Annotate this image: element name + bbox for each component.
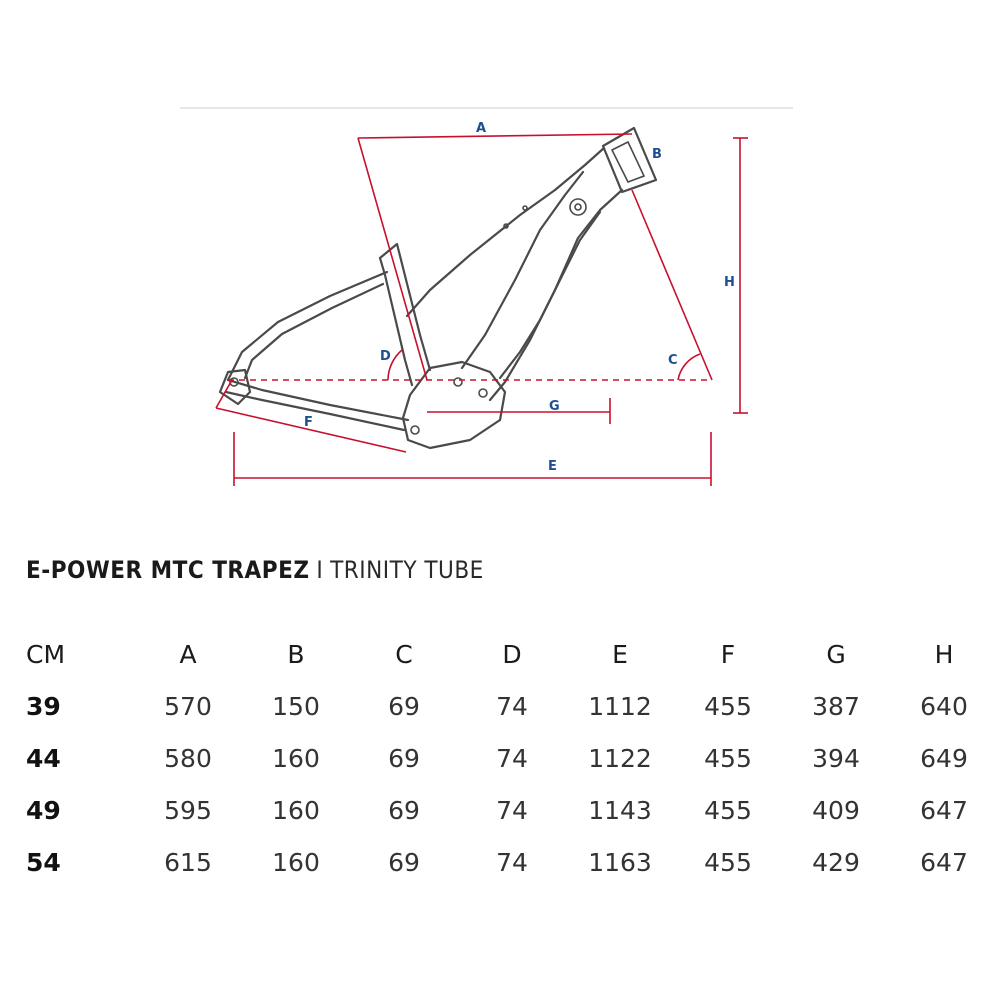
label-e: E <box>548 459 557 474</box>
table-cell: 69 <box>388 691 420 721</box>
table-cell: 1143 <box>588 795 652 825</box>
column-header: B <box>287 639 305 669</box>
column-header: A <box>179 639 197 669</box>
table-cell: 160 <box>272 743 320 773</box>
table-cell: 387 <box>812 691 860 721</box>
table-cell: 580 <box>164 743 212 773</box>
table-cell: 455 <box>704 795 752 825</box>
size-cell: 44 <box>26 743 61 773</box>
label-h: H <box>724 275 735 290</box>
label-a: A <box>476 121 486 136</box>
label-b: B <box>652 147 662 162</box>
table-row: 49 595 160 69 74 1143 455 409 647 <box>14 784 998 836</box>
size-cell: 39 <box>26 691 61 721</box>
model-subtitle: TRINITY TUBE <box>330 556 484 584</box>
table-row: 54 615 160 69 74 1163 455 429 647 <box>14 836 998 888</box>
bike-frame-geometry-diagram: A B C D E F G H <box>180 107 793 486</box>
label-g: G <box>549 399 560 414</box>
frame-outline <box>218 126 658 450</box>
model-title: E-POWER MTC TRAPEZ I TRINITY TUBE <box>26 556 484 584</box>
dimension-lines <box>215 133 748 486</box>
table-cell: 647 <box>920 847 968 877</box>
label-d: D <box>380 349 391 364</box>
table-cell: 74 <box>496 743 528 773</box>
table-cell: 595 <box>164 795 212 825</box>
table-cell: 455 <box>704 743 752 773</box>
column-header: H <box>934 639 954 669</box>
table-row: 39 570 150 69 74 1112 455 387 640 <box>14 680 998 732</box>
table-cell: 429 <box>812 847 860 877</box>
table-cell: 74 <box>496 795 528 825</box>
column-header: D <box>502 639 522 669</box>
table-cell: 150 <box>272 691 320 721</box>
table-header-row: CM A B C D E F G H <box>14 628 998 680</box>
table-cell: 649 <box>920 743 968 773</box>
column-header: F <box>720 639 736 669</box>
table-cell: 647 <box>920 795 968 825</box>
table-cell: 160 <box>272 847 320 877</box>
table-cell: 640 <box>920 691 968 721</box>
table-cell: 455 <box>704 847 752 877</box>
table-cell: 69 <box>388 743 420 773</box>
table-cell: 455 <box>704 691 752 721</box>
model-name: E-POWER MTC TRAPEZ <box>26 556 310 584</box>
column-header: C <box>395 639 413 669</box>
table-cell: 394 <box>812 743 860 773</box>
table-cell: 1112 <box>588 691 652 721</box>
table-cell: 409 <box>812 795 860 825</box>
geometry-table: CM A B C D E F G H 39 570 150 69 74 1112… <box>14 628 998 888</box>
label-c: C <box>668 353 678 368</box>
table-cell: 615 <box>164 847 212 877</box>
table-cell: 1163 <box>588 847 652 877</box>
size-cell: 54 <box>26 847 61 877</box>
label-f: F <box>304 415 313 430</box>
table-cell: 160 <box>272 795 320 825</box>
table-row: 44 580 160 69 74 1122 455 394 649 <box>14 732 998 784</box>
table-cell: 570 <box>164 691 212 721</box>
table-cell: 74 <box>496 847 528 877</box>
table-cell: 74 <box>496 691 528 721</box>
title-separator: I <box>316 556 324 584</box>
column-header: CM <box>26 639 66 669</box>
table-cell: 69 <box>388 847 420 877</box>
column-header: E <box>612 639 628 669</box>
column-header: G <box>826 639 846 669</box>
table-cell: 69 <box>388 795 420 825</box>
size-cell: 49 <box>26 795 61 825</box>
table-cell: 1122 <box>588 743 652 773</box>
